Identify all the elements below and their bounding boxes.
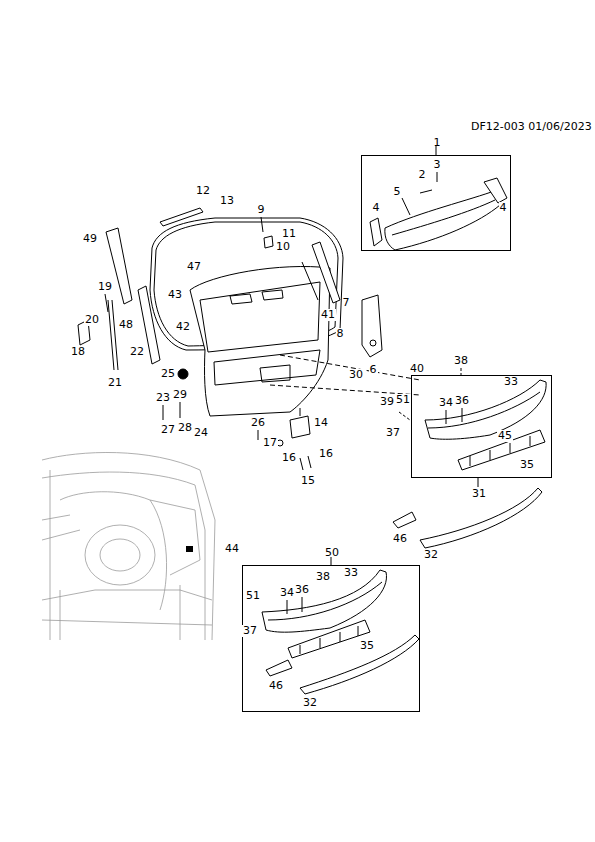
callout-number: 6 [369, 364, 378, 376]
callout-number: 32 [302, 697, 318, 709]
callout-number: 16 [318, 448, 334, 460]
callout-number: 27 [160, 424, 176, 436]
callout-number: 46 [392, 533, 408, 545]
callout-number: 28 [177, 422, 193, 434]
callout-number: 40 [409, 363, 425, 375]
callout-number: 15 [300, 475, 316, 487]
callout-number: 22 [129, 346, 145, 358]
callout-number: 3 [433, 159, 442, 171]
callout-number: 37 [242, 625, 258, 637]
callout-number: 19 [97, 281, 113, 293]
callout-number: 29 [172, 389, 188, 401]
callout-number: 5 [393, 186, 402, 198]
callout-number: 13 [219, 195, 235, 207]
callout-number: 14 [313, 417, 329, 429]
callout-number: 51 [245, 590, 261, 602]
callout-number: 12 [195, 185, 211, 197]
callout-number: 46 [268, 680, 284, 692]
callout-number: 18 [70, 346, 86, 358]
callout-number: 35 [359, 640, 375, 652]
callout-number: 35 [519, 459, 535, 471]
callout-number: 38 [315, 571, 331, 583]
callout-number: 17 [262, 437, 278, 449]
callout-number: 7 [342, 297, 351, 309]
callout-number: 43 [167, 289, 183, 301]
callout-number: 1 [434, 136, 441, 149]
callout-number: 36 [294, 584, 310, 596]
callout-number: 34 [279, 587, 295, 599]
callout-number: 9 [257, 204, 266, 216]
callout-number: 33 [503, 376, 519, 388]
callout-number: 45 [497, 430, 513, 442]
callout-number: 8 [336, 328, 345, 340]
callout-number: 41 [320, 309, 336, 321]
drawing-reference: DF12-003 01/06/2023 [470, 121, 593, 133]
callout-number: 37 [385, 427, 401, 439]
callout-number: 51 [395, 394, 411, 406]
callout-number: 16 [281, 452, 297, 464]
callout-number: 49 [82, 233, 98, 245]
callout-number: 11 [281, 228, 297, 240]
callout-number: 36 [454, 395, 470, 407]
callout-number: 38 [453, 355, 469, 367]
callout-number: 32 [423, 549, 439, 561]
callout-number: 33 [343, 567, 359, 579]
callout-number: 2 [418, 169, 427, 181]
callout-number: 48 [118, 319, 134, 331]
callout-number: 39 [379, 396, 395, 408]
callout-number: 26 [250, 417, 266, 429]
callout-number: 24 [193, 427, 209, 439]
callout-number: 4 [499, 202, 508, 214]
callout-number: 44 [224, 543, 240, 555]
callout-number: 23 [155, 392, 171, 404]
callout-number: 50 [325, 546, 339, 559]
callout-number: 42 [175, 321, 191, 333]
callout-number: 31 [472, 487, 486, 500]
callout-number: 4 [372, 202, 381, 214]
callout-number: 21 [107, 377, 123, 389]
callout-number: 25 [160, 368, 176, 380]
callout-number: 20 [84, 314, 100, 326]
callout-number: 30 [348, 369, 364, 381]
callout-number: 47 [186, 261, 202, 273]
callout-number: 10 [275, 241, 291, 253]
callout-number: 34 [438, 397, 454, 409]
